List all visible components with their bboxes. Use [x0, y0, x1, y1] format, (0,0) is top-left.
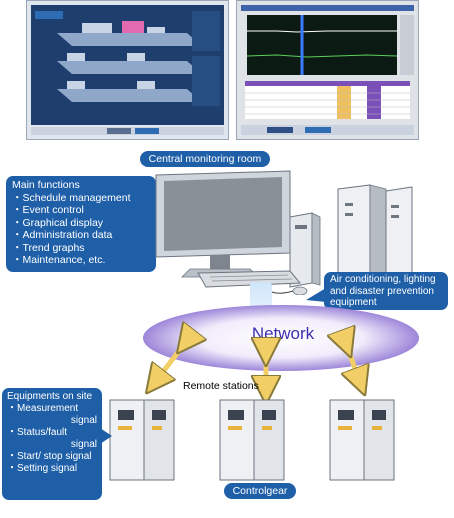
equipments-callout: Equipments on site ・Measurement signal ・… — [2, 388, 102, 500]
list-item: ・Status/fault — [7, 427, 68, 438]
list-item: ・Measurement — [7, 403, 79, 414]
workstation-illustration — [155, 170, 413, 295]
list-item: ・Setting signal — [7, 463, 78, 474]
central-room-label: Central monitoring room — [140, 151, 270, 167]
list-item: ・Administration data — [12, 229, 113, 241]
controlgear-right — [329, 399, 395, 481]
controlgear-cabinets — [109, 399, 395, 481]
list-item: ・Maintenance, etc. — [12, 254, 106, 266]
controlgear-center — [219, 399, 285, 481]
list-item: signal — [62, 415, 97, 426]
main-functions-title: Main functions — [12, 179, 80, 191]
remote-stations-label: Remote stations — [183, 380, 259, 392]
equipments-list: ・Measurement signal ・Status/fault signal… — [7, 403, 97, 475]
controlgear-left — [109, 399, 175, 481]
equipments-callout-pointer — [100, 428, 112, 444]
main-functions-callout: Main functions ・Schedule management ・Eve… — [6, 176, 156, 272]
list-item: ・Schedule management — [12, 191, 131, 204]
list-item: ・Event control — [12, 204, 84, 216]
facilities-callout-pointer — [306, 288, 326, 302]
arrow-left-station — [155, 342, 186, 382]
trend-graph-screenshot — [236, 0, 419, 140]
list-item: signal — [62, 439, 97, 450]
list-item: ・Trend graphs — [12, 241, 85, 254]
equipments-title: Equipments on site — [7, 391, 93, 402]
graphical-display-screenshot — [26, 0, 229, 140]
controlgear-label: Controlgear — [224, 483, 296, 499]
main-functions-list: ・Schedule management ・Event control ・Gra… — [12, 192, 150, 267]
list-item: ・Graphical display — [12, 216, 104, 229]
trend-graph-image — [237, 1, 418, 139]
graphical-display-image — [27, 1, 228, 139]
facilities-callout: Air conditioning, lighting and disaster … — [324, 272, 448, 310]
list-item: ・Start/ stop signal — [7, 451, 92, 462]
arrow-right-station — [346, 344, 360, 382]
